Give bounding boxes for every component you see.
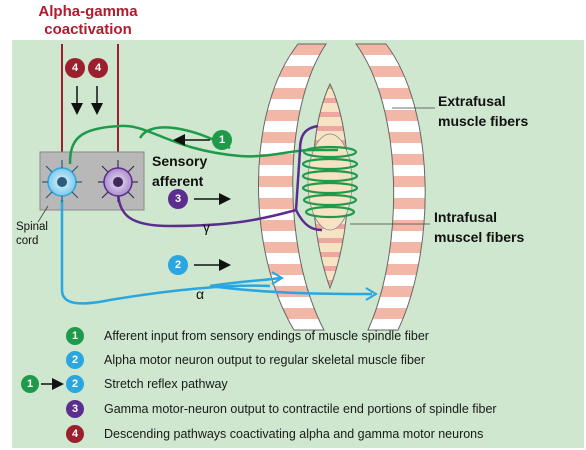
- legend-badge-1-num: 1: [72, 330, 78, 342]
- legend-badge-2-num: 2: [72, 354, 78, 366]
- alpha-terminal-lower: [365, 287, 378, 301]
- label-intrafusal-fibers: muscel fibers: [434, 229, 524, 245]
- legend-badge-3b: [66, 375, 84, 393]
- alpha-motor-path: [60, 200, 271, 305]
- legend-text-3: Stretch reflex pathway: [104, 377, 228, 391]
- legend-badge-4-num: 3: [72, 403, 78, 415]
- badge-4-right: [88, 58, 108, 78]
- annulospiral-ending: [301, 145, 359, 219]
- label-extrafusal-fibers: muscle fibers: [438, 113, 528, 129]
- legend-item-2: 2 Alpha motor neuron output to regular s…: [66, 351, 425, 369]
- legend-text-4: Gamma motor-neuron output to contractile…: [104, 402, 497, 416]
- extrafusal-fiber-right: [355, 43, 426, 331]
- extrafusal-fiber-left: [258, 43, 327, 331]
- badge-2-diagram: [168, 255, 188, 275]
- label-gamma: γ: [203, 219, 210, 235]
- badge-4-right-label: 4: [95, 62, 102, 74]
- alpha-branch-upper: [209, 276, 281, 288]
- badge-4-left-label: 4: [72, 62, 79, 74]
- badge-3-diagram: [168, 189, 188, 209]
- badge-1-diagram-label: 1: [219, 134, 225, 146]
- legend-item-3: 1 2 Stretch reflex pathway: [21, 375, 228, 393]
- title-line1: Alpha-gamma: [38, 3, 138, 20]
- badge-2-diagram-label: 2: [175, 259, 181, 271]
- badge-1-diagram: [212, 130, 232, 150]
- label-intrafusal: Intrafusal: [434, 209, 497, 225]
- gamma-terminal-upper: [298, 124, 319, 151]
- label-extrafusal: Extrafusal: [438, 93, 506, 109]
- legend-badge-5-num: 4: [72, 428, 79, 440]
- spinal-leader: [37, 205, 49, 223]
- legend-text-5: Descending pathways coactivating alpha a…: [104, 427, 483, 441]
- legend-badge-1: [66, 327, 84, 345]
- legend-item-5: 4 Descending pathways coactivating alpha…: [66, 425, 483, 443]
- legend-item-1: 1 Afferent input from sensory endings of…: [66, 327, 429, 345]
- title-line2: coactivation: [44, 21, 132, 38]
- gamma-motor-path: [116, 149, 302, 228]
- alpha-terminal-upper: [271, 271, 284, 285]
- gamma-motor-neuron: [98, 160, 138, 202]
- legend-text-2: Alpha motor neuron output to regular ske…: [104, 353, 425, 367]
- label-alpha: α: [196, 286, 204, 302]
- legend-text-1: Afferent input from sensory endings of m…: [104, 329, 429, 343]
- legend-badge-3a-num: 1: [27, 378, 33, 390]
- legend-badge-3a: [21, 375, 39, 393]
- gamma-terminal-lower: [294, 209, 323, 232]
- legend: 1 Afferent input from sensory endings of…: [21, 327, 497, 443]
- legend-badge-3b-num: 2: [72, 378, 78, 390]
- alpha-motor-neuron: [42, 160, 82, 202]
- label-afferent: afferent: [152, 173, 204, 189]
- label-spinal: Spinal: [16, 221, 48, 233]
- legend-badge-2: [66, 351, 84, 369]
- sensory-afferent-path: [68, 124, 338, 165]
- legend-badge-5: [66, 425, 84, 443]
- label-cord: cord: [16, 235, 38, 247]
- badge-3-diagram-label: 3: [175, 193, 181, 205]
- alpha-branch-lower: [209, 284, 373, 296]
- legend-badge-4: [66, 400, 84, 418]
- label-sensory: Sensory: [152, 153, 207, 169]
- badge-4-left: [65, 58, 85, 78]
- legend-item-4: 3 Gamma motor-neuron output to contracti…: [66, 400, 497, 418]
